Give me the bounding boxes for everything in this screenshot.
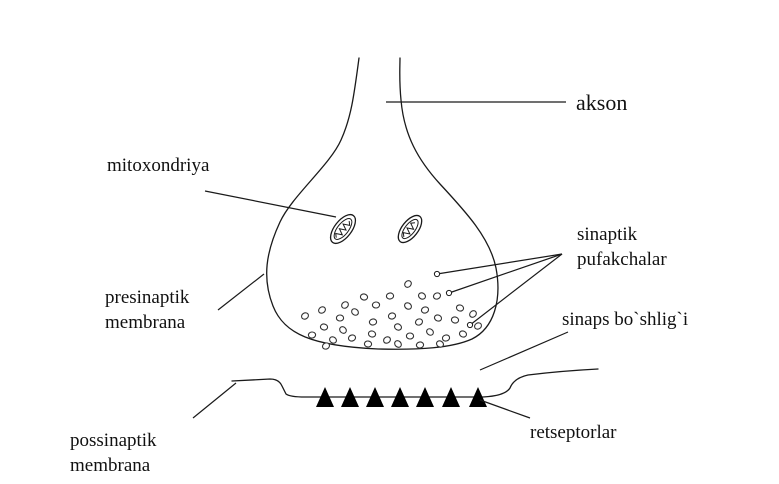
vesicle (451, 316, 459, 323)
possinaptik-leader-line (193, 383, 236, 418)
vesicle (382, 335, 391, 344)
presinaptik-leader-line (218, 274, 264, 310)
vesicle (403, 301, 412, 310)
vesicle (328, 336, 337, 345)
vesicle (369, 318, 377, 325)
postsynaptic-membrane-outline (232, 369, 598, 397)
vesicle (360, 293, 368, 300)
vesicle (473, 322, 482, 331)
label-presinaptik: presinaptik (105, 287, 190, 308)
vesicle (434, 314, 443, 322)
vesicle (388, 312, 396, 320)
vesicle (416, 341, 424, 348)
label-akson: akson (576, 90, 627, 115)
mitoxondriya-leader-line (205, 191, 336, 217)
vesicle (368, 330, 377, 338)
mitochondrion-right (394, 211, 426, 246)
vesicle (421, 306, 430, 314)
sinaps-boshligi-leader-line (480, 332, 568, 370)
vesicle (425, 327, 434, 336)
retseptorlar-leader-line (480, 400, 530, 418)
label-sinaptik: sinaptik (577, 224, 638, 245)
label-possinaptik-membrana: membrana (70, 455, 151, 476)
vesicle (393, 323, 402, 332)
vesicle (468, 309, 477, 318)
vesicle (459, 330, 468, 338)
vesicle (417, 292, 426, 301)
vesicle (456, 304, 465, 312)
label-retseptorlar: retseptorlar (530, 422, 617, 443)
vesicle (414, 318, 423, 326)
vesicle (336, 315, 343, 321)
synaptic-vesicles (300, 279, 482, 350)
vesicle (432, 292, 441, 300)
vesicle (317, 305, 326, 314)
label-pufakchalar: pufakchalar (577, 249, 667, 270)
vesicle (320, 324, 328, 331)
vesicle (300, 312, 309, 321)
label-sinaps-boshligi: sinaps bo`shlig`i (562, 309, 688, 330)
label-presinaptik-membrana: membrana (105, 312, 186, 333)
vesicle (350, 307, 359, 316)
label-possinaptik: possinaptik (70, 430, 157, 451)
vesicle (338, 325, 347, 334)
vesicle (372, 302, 380, 308)
vesicle (308, 332, 316, 338)
vesicle (386, 293, 394, 300)
vesicle (364, 341, 372, 348)
label-mitoxondriya: mitoxondriya (107, 155, 210, 176)
vesicle (442, 334, 451, 342)
vesicle (340, 300, 349, 309)
vesicle (393, 339, 402, 348)
vesicle (348, 334, 357, 342)
vesicle (406, 333, 413, 339)
vesicle (403, 279, 412, 288)
